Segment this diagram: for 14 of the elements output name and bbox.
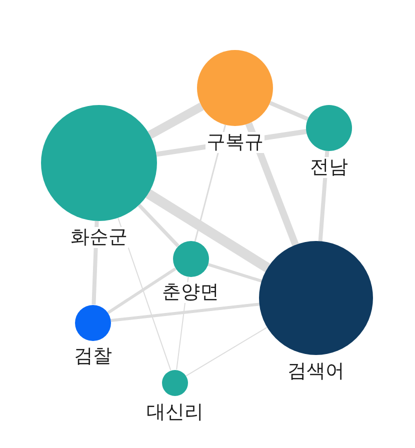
connector-line (245, 122, 299, 246)
connector-line (107, 268, 176, 314)
connector-line (269, 101, 309, 121)
node-label: 춘양면 (161, 282, 220, 302)
node-label: 화순군 (70, 226, 128, 248)
node-label: 전남 (309, 156, 349, 178)
node-label: 구복규 (206, 132, 264, 152)
connector-line (138, 204, 180, 248)
connector-line (110, 302, 260, 322)
node-label: 검찰 (73, 346, 113, 366)
connector-line (186, 326, 268, 376)
connector-line (146, 189, 270, 272)
connector-line (207, 262, 262, 283)
connector-line (148, 102, 204, 139)
